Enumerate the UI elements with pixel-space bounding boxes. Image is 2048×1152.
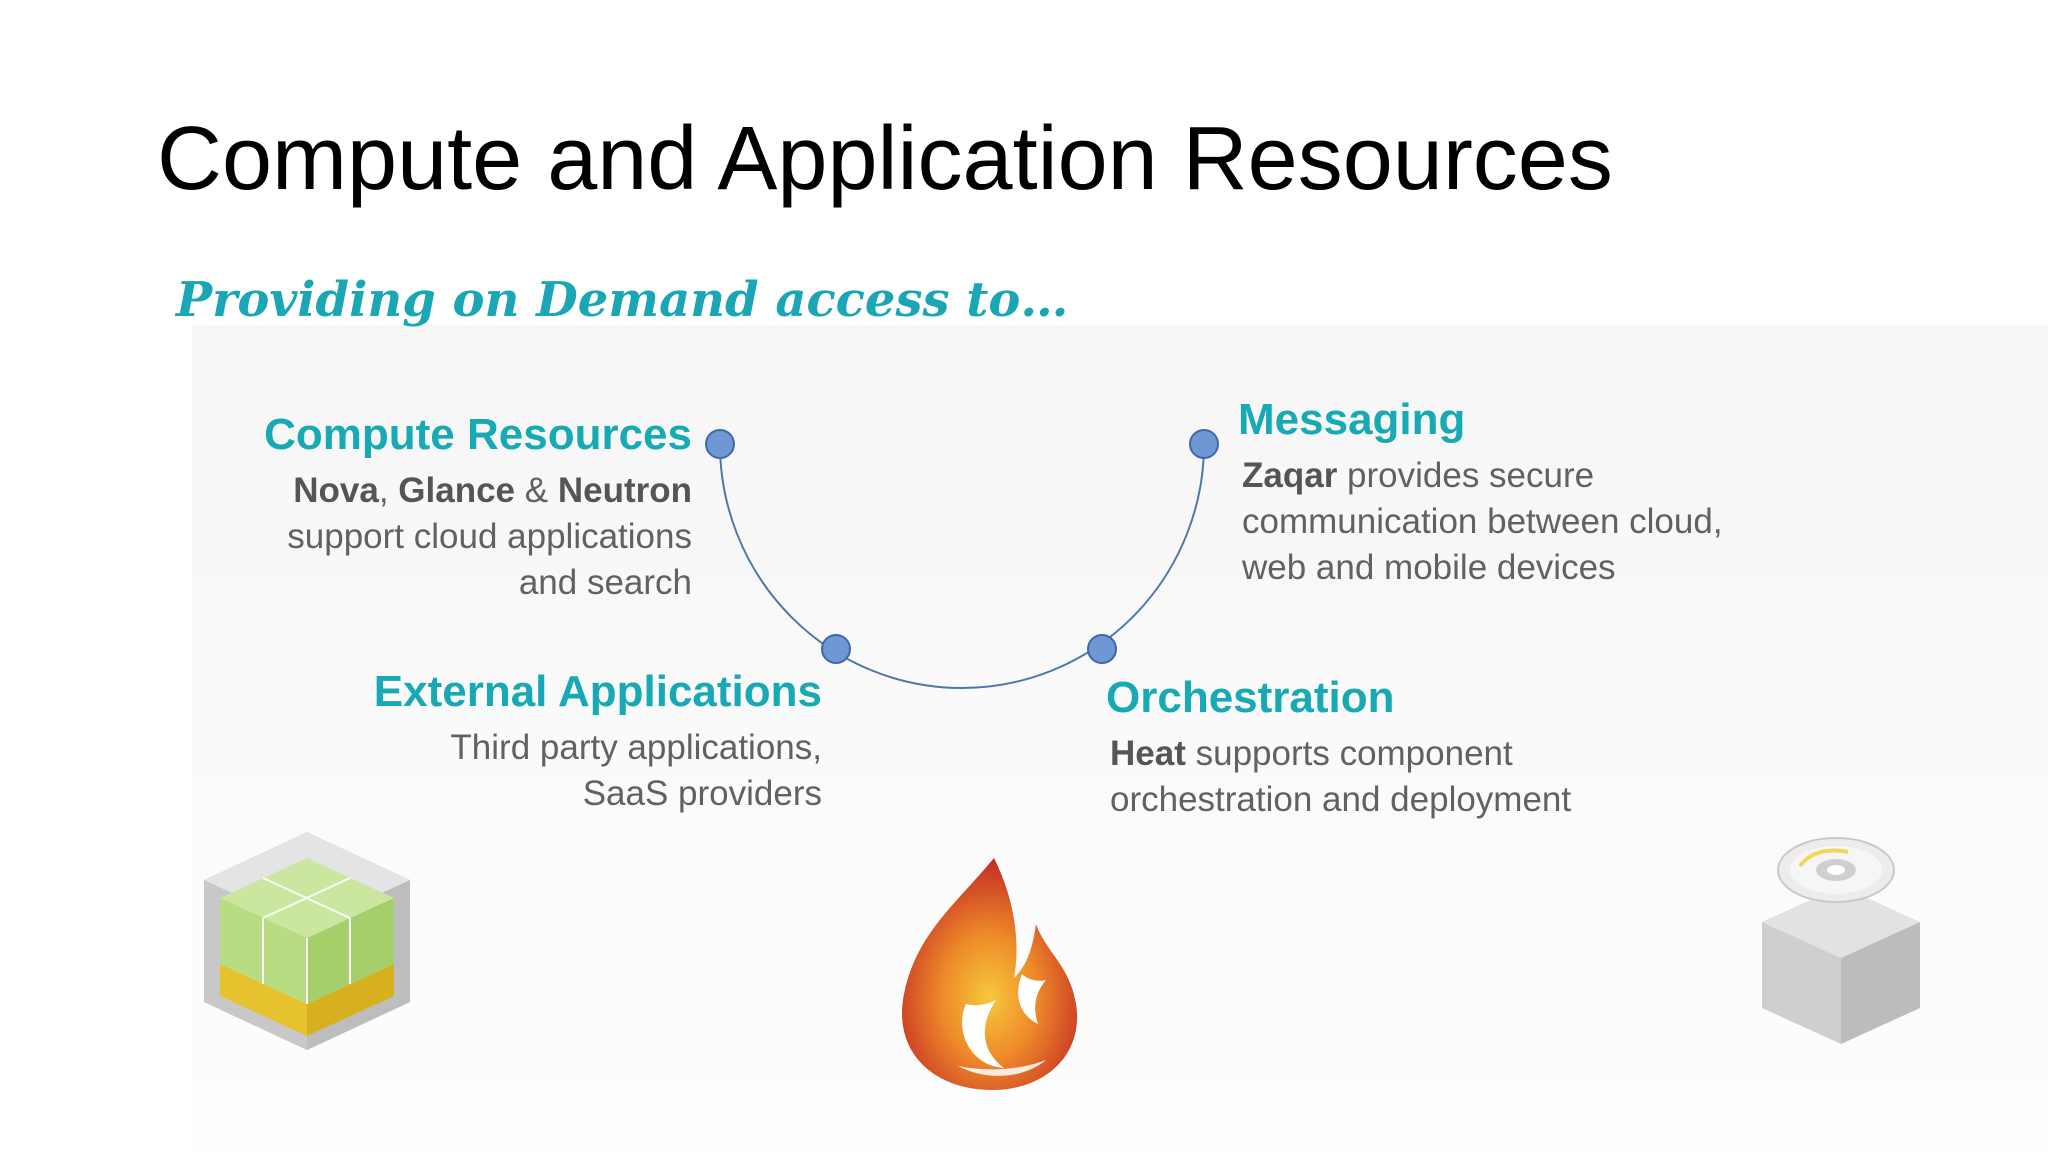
slide-title: Compute and Application Resources xyxy=(157,109,1613,209)
node-dot-messaging xyxy=(1189,429,1219,459)
zaqar-label: Zaqar xyxy=(1242,455,1338,495)
heat-flame-icon xyxy=(902,858,1078,1090)
heat-label: Heat xyxy=(1110,733,1186,773)
glance-label: Glance xyxy=(398,470,516,510)
node-dot-orchestration xyxy=(1087,634,1117,664)
external-applications-description: Third party applications, SaaS providers xyxy=(450,727,822,813)
messaging-block: Messaging Zaqar provides secure communic… xyxy=(1238,394,1723,591)
external-applications-heading: External Applications xyxy=(373,667,822,716)
diagram-background xyxy=(192,325,2048,1152)
orchestration-block: Orchestration Heat supports component or… xyxy=(1106,672,1571,823)
node-dot-compute xyxy=(705,429,735,459)
compute-resources-description: Nova, Glance & Neutron support cloud app… xyxy=(287,470,692,602)
neutron-label: Neutron xyxy=(557,470,692,510)
arc-line xyxy=(719,443,1205,689)
compute-resources-block: Compute Resources Nova, Glance & Neutron… xyxy=(264,409,692,606)
messaging-description: Zaqar provides secure communication betw… xyxy=(1242,455,1723,587)
orchestration-heading: Orchestration xyxy=(1106,673,1395,722)
node-dot-external xyxy=(821,634,851,664)
compute-cube-icon xyxy=(204,832,410,1050)
slide-subtitle: Providing on Demand access to… xyxy=(176,272,1069,328)
storage-disc-box-icon xyxy=(1762,837,1920,1044)
orchestration-description: Heat supports component orchestration an… xyxy=(1110,733,1572,819)
external-applications-block: External Applications Third party applic… xyxy=(374,666,822,817)
messaging-heading: Messaging xyxy=(1238,395,1466,444)
nova-label: Nova xyxy=(293,470,379,510)
compute-resources-heading: Compute Resources xyxy=(264,410,692,459)
